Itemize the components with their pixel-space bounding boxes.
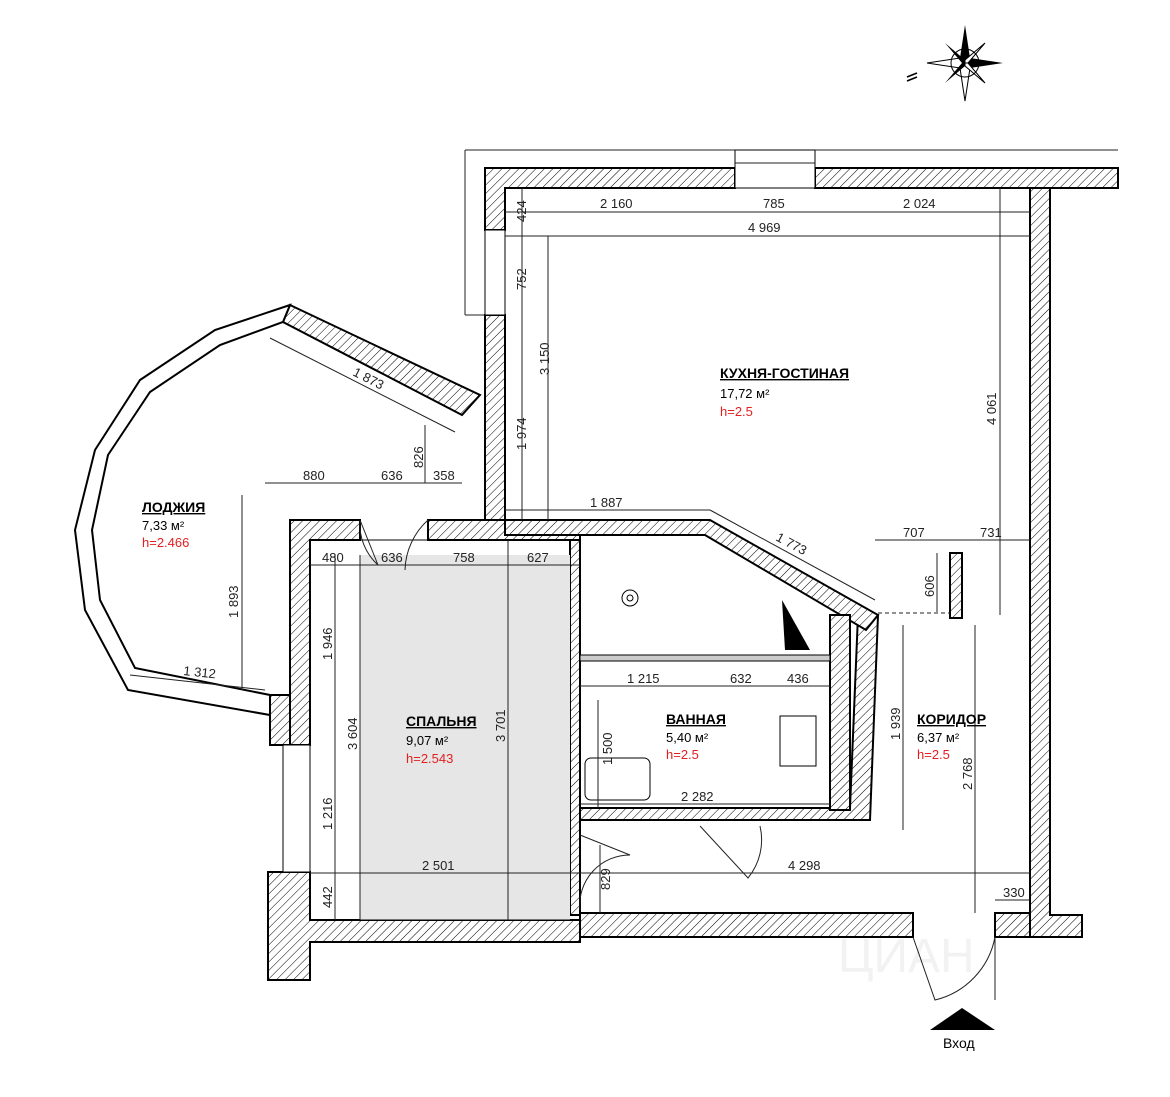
dim-c-829: 829 (598, 868, 613, 890)
room-name: СПАЛЬНЯ (406, 713, 477, 729)
room-area: 7,33 м² (142, 518, 185, 533)
dim-k-top-1: 2 160 (600, 196, 633, 211)
dim-c-4298: 4 298 (788, 858, 821, 873)
compass-icon (906, 25, 1003, 102)
bedroom-floor (360, 555, 570, 920)
room-kitchen-label: КУХНЯ-ГОСТИНАЯ 17,72 м² h=2.5 (720, 365, 849, 419)
dim-l-1893: 1 893 (226, 585, 241, 618)
room-name: ЛОДЖИЯ (142, 499, 205, 515)
dim-k-top-3: 2 024 (903, 196, 936, 211)
room-area: 6,37 м² (917, 730, 960, 745)
dim-k-424: 424 (514, 200, 529, 222)
dim-k-752: 752 (514, 268, 529, 290)
bedroom-window (282, 744, 311, 873)
dim-w-436: 436 (787, 671, 809, 686)
dim-k-4061: 4 061 (984, 392, 999, 425)
room-area: 17,72 м² (720, 386, 770, 401)
dim-k-3150: 3 150 (537, 342, 552, 375)
dim-b-1216: 1 216 (320, 797, 335, 830)
dim-c-330: 330 (1003, 885, 1025, 900)
dim-k-top-2: 785 (763, 196, 785, 211)
dim-w-632: 632 (730, 671, 752, 686)
room-bedroom-label: СПАЛЬНЯ 9,07 м² h=2.543 (406, 713, 477, 766)
room-area: 9,07 м² (406, 733, 449, 748)
doors (359, 519, 996, 1001)
dim-b-480: 480 (322, 550, 344, 565)
room-name: КУХНЯ-ГОСТИНАЯ (720, 365, 849, 381)
kitchen-window (464, 149, 1118, 316)
room-loggia-label: ЛОДЖИЯ 7,33 м² h=2.466 (142, 499, 205, 550)
entrance-arrow-icon (930, 1008, 995, 1030)
dim-l-826: 826 (411, 446, 426, 468)
dim-c-1939: 1 939 (888, 707, 903, 740)
dim-k-731: 731 (980, 525, 1002, 540)
room-bath-label: ВАННАЯ 5,40 м² h=2.5 (666, 711, 726, 762)
room-name: КОРИДОР (917, 711, 986, 727)
dim-b-758: 758 (453, 550, 475, 565)
room-height: h=2.543 (406, 751, 453, 766)
dim-c-2768: 2 768 (960, 757, 975, 790)
dim-b-636: 636 (381, 550, 403, 565)
room-corridor-label: КОРИДОР 6,37 м² h=2.5 (917, 711, 986, 762)
dim-b-1946: 1 946 (320, 627, 335, 660)
dim-k-606: 606 (922, 575, 937, 597)
dim-w-2282: 2 282 (681, 789, 714, 804)
room-height: h=2.5 (666, 747, 699, 762)
room-height: h=2.5 (720, 404, 753, 419)
room-height: h=2.466 (142, 535, 189, 550)
dim-l-880: 880 (303, 468, 325, 483)
dim-k-1887: 1 887 (590, 495, 623, 510)
dim-k-1773: 1 773 (774, 529, 810, 558)
dim-w-1500: 1 500 (600, 732, 615, 765)
dim-k-707: 707 (903, 525, 925, 540)
entrance-marker: Вход (930, 1008, 995, 1051)
dim-k-1974: 1 974 (514, 417, 529, 450)
dim-l-636: 636 (381, 468, 403, 483)
room-name: ВАННАЯ (666, 711, 726, 727)
dimension-lines (129, 188, 1030, 920)
bath-fixtures (579, 589, 831, 801)
dim-b-442: 442 (320, 886, 335, 908)
dim-l-358: 358 (433, 468, 455, 483)
room-area: 5,40 м² (666, 730, 709, 745)
dim-b-3701: 3 701 (493, 709, 508, 742)
dim-b-2501: 2 501 (422, 858, 455, 873)
watermark: ЦИАН (838, 930, 975, 983)
dim-l-1312: 1 312 (183, 663, 217, 681)
dim-b-627: 627 (527, 550, 549, 565)
dim-k-width: 4 969 (748, 220, 781, 235)
room-height: h=2.5 (917, 747, 950, 762)
dim-b-3604: 3 604 (345, 717, 360, 750)
dim-w-1215: 1 215 (627, 671, 660, 686)
entrance-label: Вход (943, 1035, 975, 1051)
dimension-labels: 2 160 785 2 024 424 4 969 752 3 150 1 97… (183, 196, 1025, 908)
